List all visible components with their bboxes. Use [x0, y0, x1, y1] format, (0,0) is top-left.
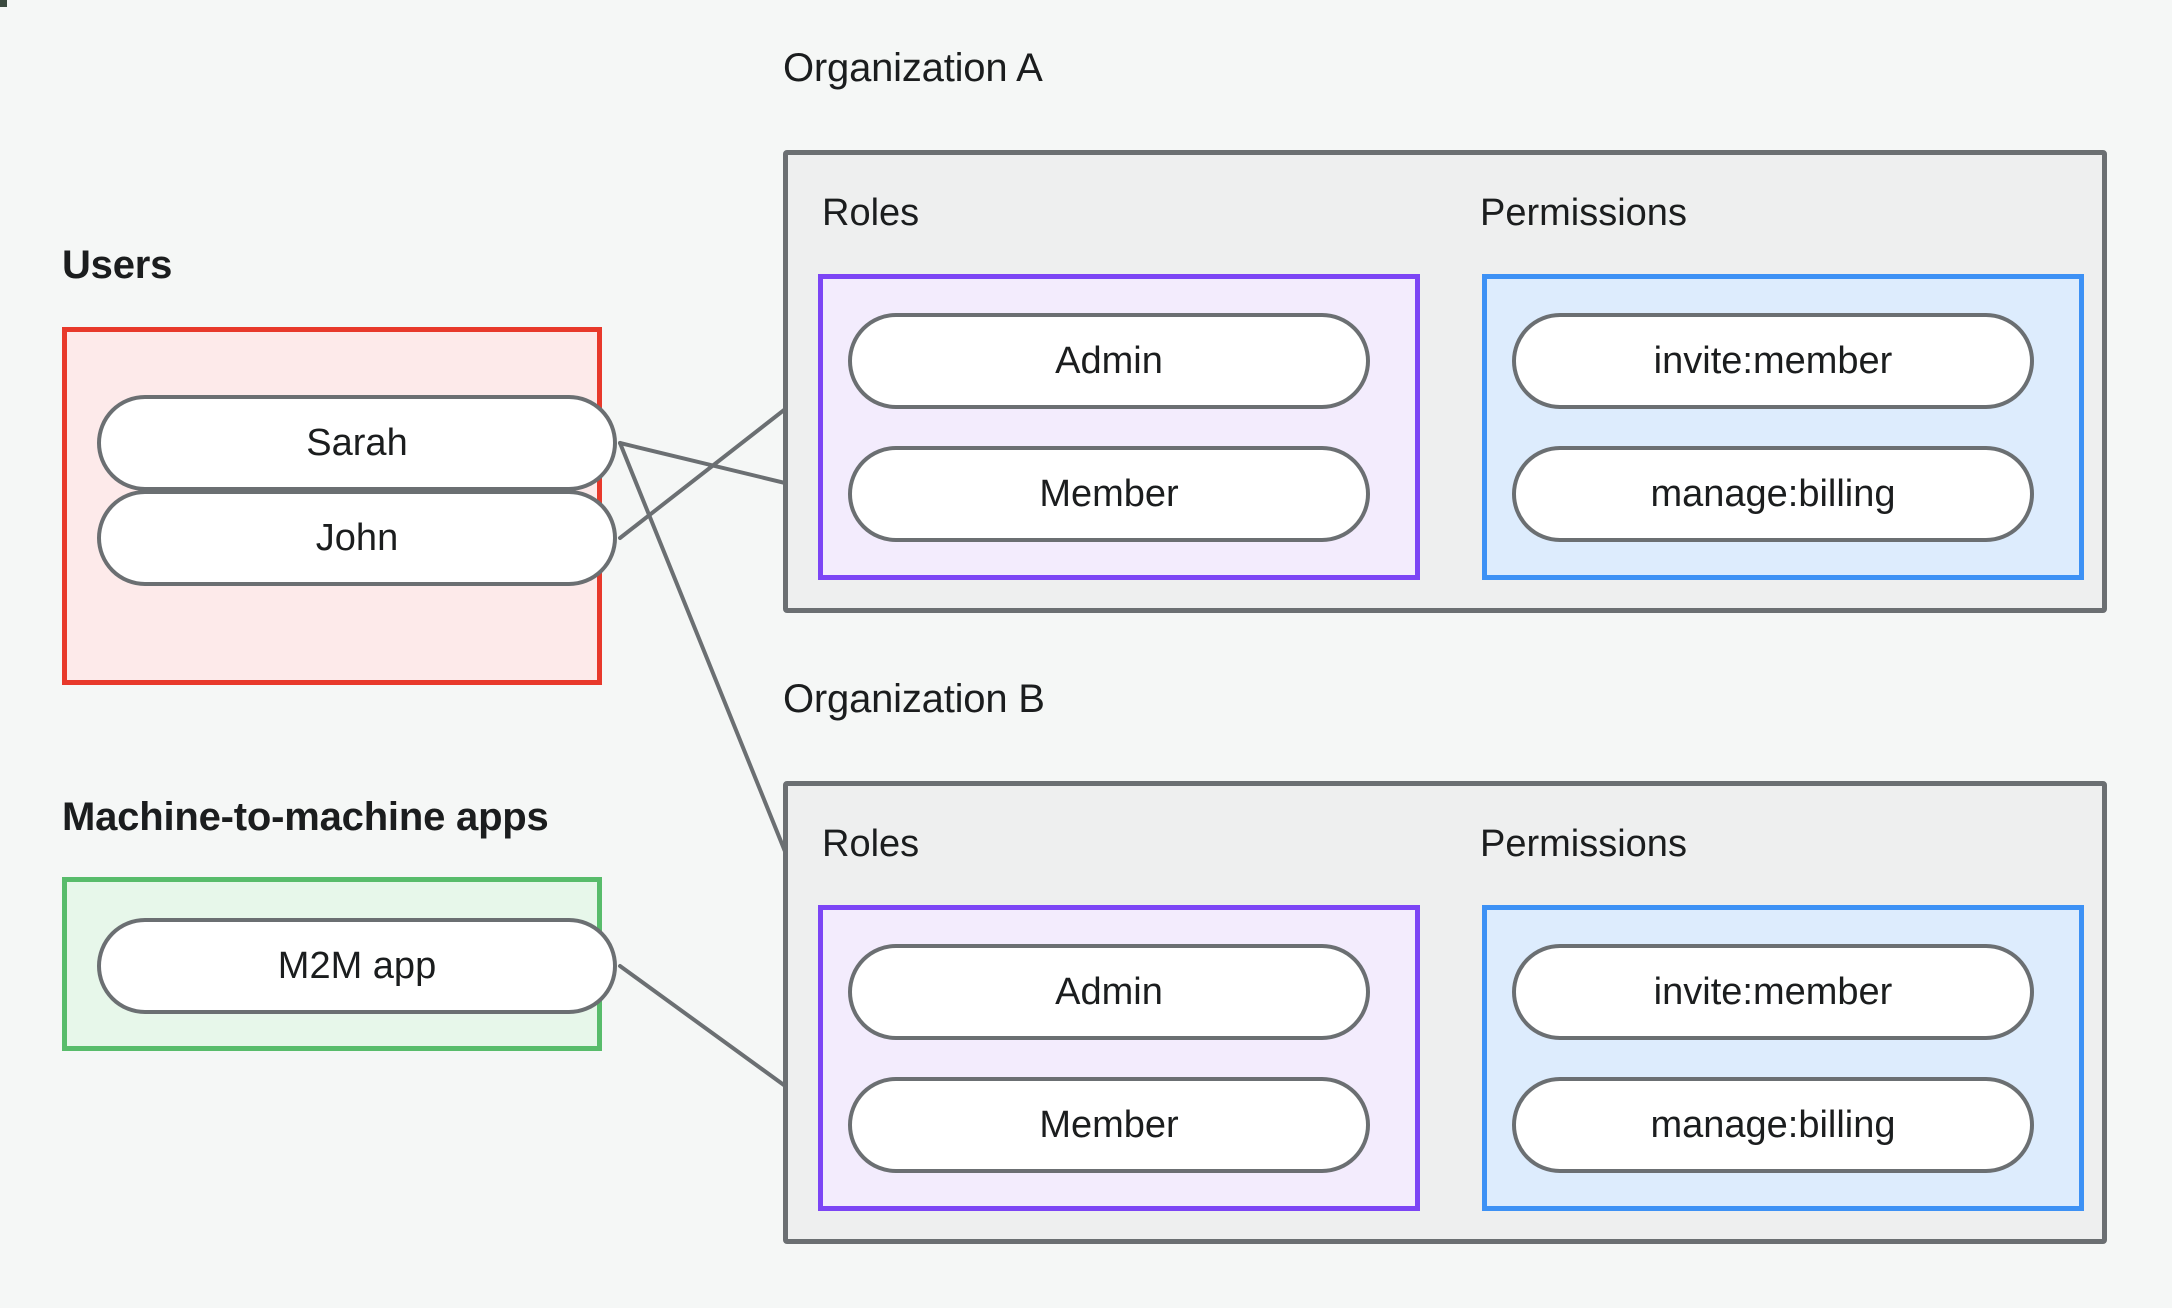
org-a-label: Organization A — [783, 46, 1043, 90]
org-b-role-member[interactable]: Member — [848, 1077, 1370, 1173]
m2m-node-app-label: M2M app — [277, 944, 437, 987]
org-b-roles-label: Roles — [822, 823, 920, 865]
org-a-role-admin-label: Admin — [1055, 339, 1163, 382]
org-a-roles-label: Roles — [822, 192, 920, 234]
user-node-john-label: John — [315, 516, 399, 559]
org-b-permission-invite-member[interactable]: invite:member — [1512, 944, 2034, 1040]
org-a-role-member[interactable]: Member — [848, 446, 1370, 542]
org-b-role-admin-label: Admin — [1055, 970, 1163, 1013]
user-node-sarah-label: Sarah — [306, 421, 408, 464]
org-b-label: Organization B — [783, 677, 1045, 721]
m2m-group-label: Machine-to-machine apps — [62, 795, 549, 839]
org-b-permission-invite-member-label: invite:member — [1653, 970, 1893, 1013]
org-a-permissions-label: Permissions — [1480, 192, 1687, 234]
org-b-role-member-label: Member — [1039, 1103, 1179, 1146]
org-b-permissions-label: Permissions — [1480, 823, 1687, 865]
users-group-label: Users — [62, 243, 173, 287]
org-a-role-member-label: Member — [1039, 472, 1179, 515]
org-b-permission-manage-billing[interactable]: manage:billing — [1512, 1077, 2034, 1173]
org-a-permission-invite-member[interactable]: invite:member — [1512, 313, 2034, 409]
org-b-permission-manage-billing-label: manage:billing — [1650, 1103, 1896, 1146]
org-a-permission-invite-member-label: invite:member — [1653, 339, 1893, 382]
org-a-permission-manage-billing-label: manage:billing — [1650, 472, 1896, 515]
m2m-node-app[interactable]: M2M app — [97, 918, 617, 1014]
corner-artifact — [0, 0, 7, 7]
user-node-sarah[interactable]: Sarah — [97, 395, 617, 491]
user-node-john[interactable]: John — [97, 490, 617, 586]
org-b-role-admin[interactable]: Admin — [848, 944, 1370, 1040]
org-a-permission-manage-billing[interactable]: manage:billing — [1512, 446, 2034, 542]
org-a-role-admin[interactable]: Admin — [848, 313, 1370, 409]
